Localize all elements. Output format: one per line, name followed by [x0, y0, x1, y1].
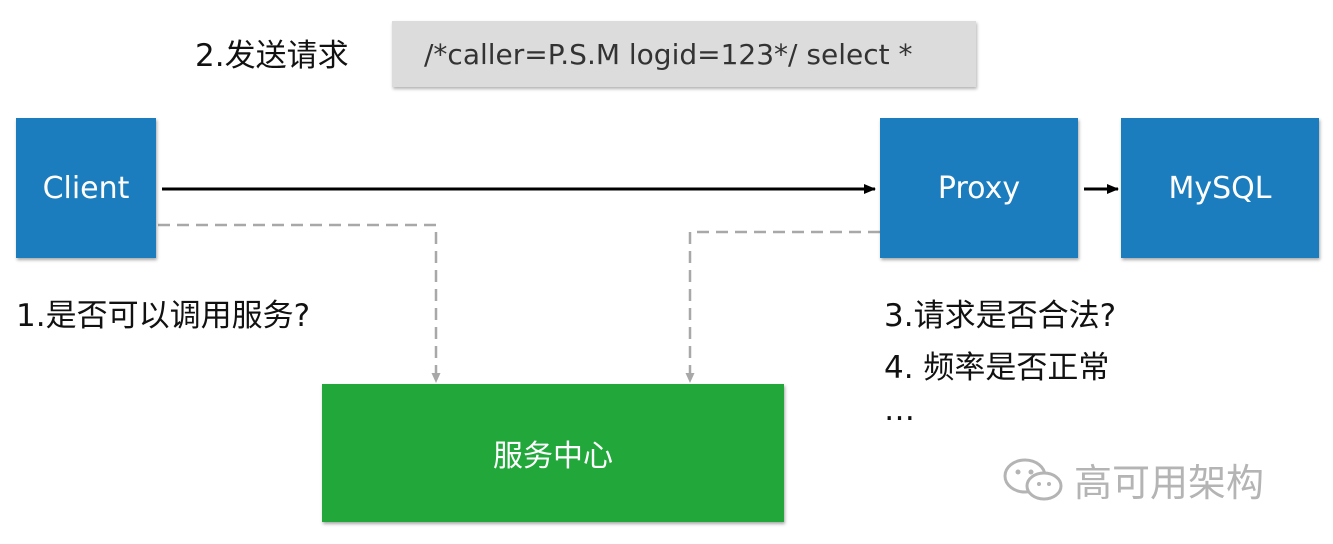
step3-label: 3.请求是否合法? — [884, 298, 1117, 334]
mysql-node-label: MySQL — [1168, 170, 1272, 206]
request-example-box: /*caller=P.S.M logid=123*/ select * — [392, 21, 976, 87]
watermark-text: 高可用架构 — [1074, 461, 1265, 505]
wechat-logo-icon — [1003, 458, 1063, 500]
step2-label: 2.发送请求 — [195, 38, 349, 74]
step1-label: 1.是否可以调用服务? — [16, 298, 311, 334]
client-node: Client — [16, 118, 156, 258]
step4-label: 4. 频率是否正常 — [884, 350, 1110, 386]
client-node-label: Client — [42, 170, 130, 206]
mysql-node: MySQL — [1121, 118, 1319, 258]
service-center-node-label: 服务中心 — [493, 439, 613, 474]
proxy-node-label: Proxy — [937, 170, 1021, 206]
watermark: 高可用架构 — [1002, 452, 1264, 507]
proxy-to-service-center-dashed-arrow — [685, 230, 880, 383]
ellipsis-label: … — [884, 392, 915, 428]
client-to-service-center-dashed-arrow — [158, 223, 441, 383]
service-center-node: 服务中心 — [322, 384, 784, 522]
proxy-node: Proxy — [880, 118, 1078, 258]
request-example-text: /*caller=P.S.M logid=123*/ select * — [424, 37, 913, 71]
